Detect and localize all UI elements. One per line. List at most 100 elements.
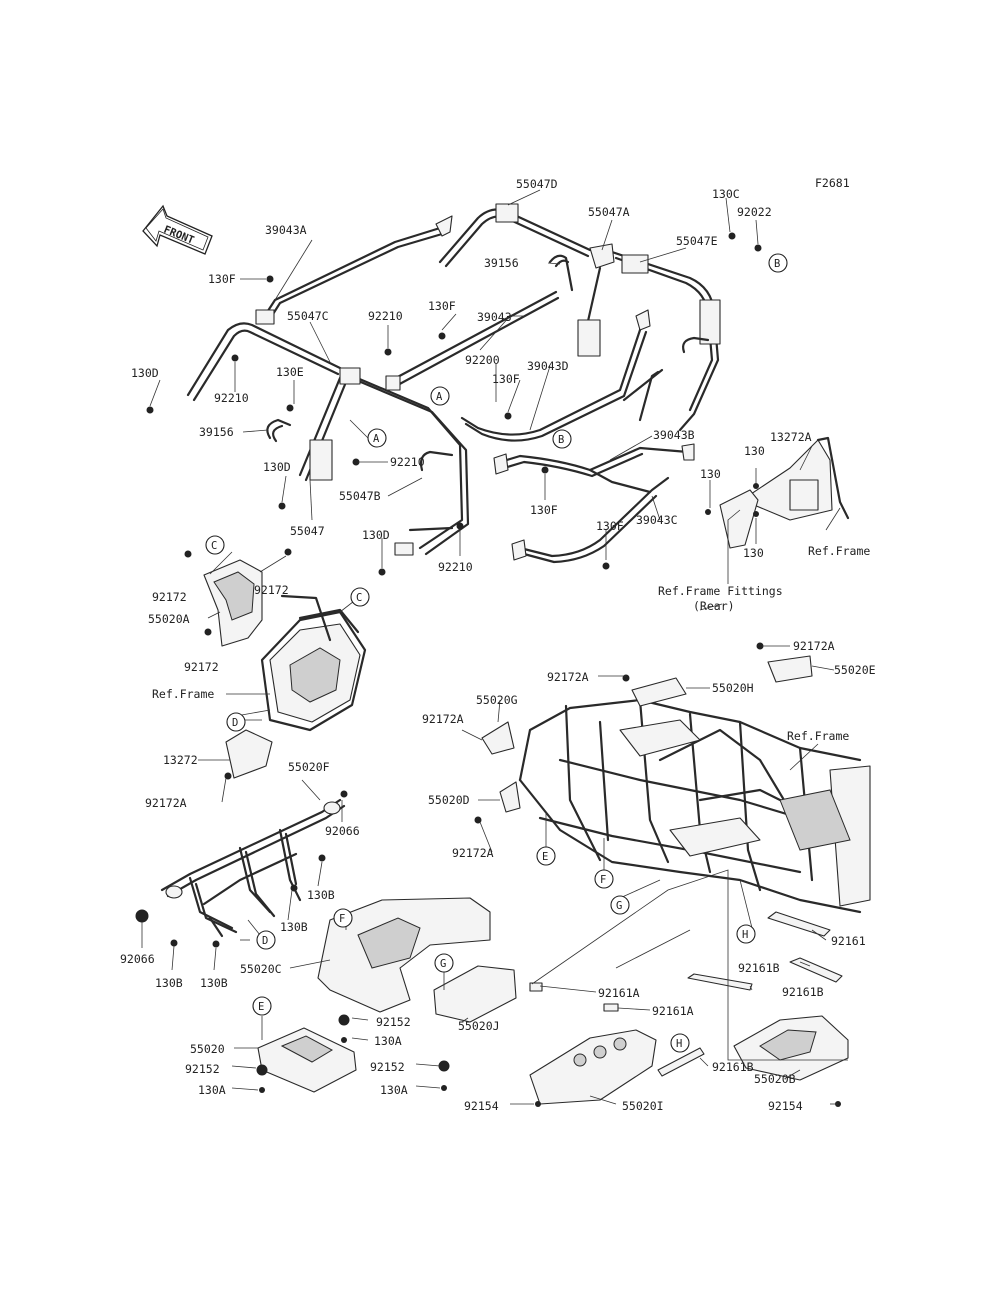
label-92172-2: 92172 [254,583,289,597]
label-55020d: 55020D [428,793,470,807]
label-55020c: 55020C [240,962,282,976]
callout-h-2: H [676,1038,682,1050]
front-direction-arrow: FRONT [142,204,213,255]
label-ref-frame-fittings: Ref.Frame Fittings [658,584,783,598]
label-92152-3: 92152 [185,1062,220,1076]
label-92172a-3: 92172A [452,846,494,860]
label-39043: 39043 [477,310,512,324]
callout-b-1: B [774,258,780,270]
callout-d-2: D [262,935,268,947]
label-55020: 55020 [190,1042,225,1056]
label-92210-2: 92210 [214,391,249,405]
label-92066-1: 92066 [325,824,360,838]
callout-b-2: B [558,434,564,446]
label-ref-frame-fittings-rear: (Rear) [693,599,735,613]
label-55020j: 55020J [458,1019,500,1033]
label-92152-2: 92152 [370,1060,405,1074]
label-ref-frame-2: Ref.Frame [152,687,214,701]
label-92161a-2: 92161A [652,1004,694,1018]
label-ref-frame-1: Ref.Frame [808,544,870,558]
label-130a-3: 130A [198,1083,226,1097]
label-92210-1: 92210 [368,309,403,323]
label-130-3: 130 [743,546,764,560]
label-92022: 92022 [737,205,772,219]
rear-roll-bar-assembly [385,203,721,564]
label-130e: 130E [276,365,304,379]
callout-g-1: G [616,900,622,912]
label-39156-1: 39156 [199,425,234,439]
label-130-2: 130 [700,467,721,481]
label-92210-4: 92210 [438,560,473,574]
label-92161b-2: 92161B [782,985,824,999]
label-55047b: 55047B [339,489,381,503]
rear-frame-fittings [719,436,850,549]
callout-c-1: C [211,540,217,552]
label-130a-1: 130A [374,1034,402,1048]
label-55020e: 55020E [834,663,876,677]
label-92154-1: 92154 [464,1099,499,1113]
skid-plates [257,897,849,1105]
label-92161a-1: 92161A [598,986,640,1000]
label-92172-3: 92172 [184,660,219,674]
label-130b-3: 130B [155,976,183,990]
part-labels: 39043A 130F 55047C 92210 130F 130D 130E … [120,177,876,1113]
front-roll-bar-assembly [186,215,470,556]
callout-h-1: H [742,929,748,941]
label-55047e: 55047E [676,234,718,248]
label-92154-2: 92154 [768,1099,803,1113]
label-92161b-1: 92161B [712,1060,754,1074]
label-92200: 92200 [465,353,500,367]
label-130b-1: 130B [307,888,335,902]
label-130a-2: 130A [380,1083,408,1097]
callout-f-2: F [339,913,345,925]
label-130d-1: 130D [131,366,159,380]
label-55020a: 55020A [148,612,190,626]
label-55020g: 55020G [476,693,518,707]
label-55047c: 55047C [287,309,329,323]
label-92172a-1: 92172A [145,796,187,810]
label-13272: 13272 [163,753,198,767]
figure-code: F2681 [815,176,850,190]
label-130b-2: 130B [280,920,308,934]
callout-f-1: F [600,874,606,886]
label-39043b: 39043B [653,428,695,442]
label-55047: 55047 [290,524,325,538]
label-13272a: 13272A [770,430,812,444]
label-55020f: 55020F [288,760,330,774]
callout-markers: A A B B C C D D E E F F G G H H [205,253,788,1053]
label-ref-frame-3: Ref.Frame [787,729,849,743]
label-55020b: 55020B [754,1072,796,1086]
label-130d-3: 130D [362,528,390,542]
label-130-1: 130 [744,444,765,458]
label-39156-2: 39156 [484,256,519,270]
label-39043d: 39043D [527,359,569,373]
label-130f-5: 130F [596,519,624,533]
label-92172a-2: 92172A [422,712,464,726]
main-frame [481,655,871,914]
label-55047a: 55047A [588,205,630,219]
label-92161b-3: 92161B [738,961,780,975]
callout-e-2: E [258,1001,264,1013]
callout-a-1: A [373,433,380,445]
callout-g-2: G [440,958,446,970]
label-130d-2: 130D [263,460,291,474]
label-55020i: 55020I [622,1099,664,1113]
label-92172-1: 92172 [152,590,187,604]
label-130f-1: 130F [208,272,236,286]
label-92210-3: 92210 [390,455,425,469]
label-39043a: 39043A [265,223,307,237]
label-130f-4: 130F [530,503,558,517]
front-frame-section [203,559,367,779]
callout-a-2: A [436,391,443,403]
label-130f-3: 130F [492,372,520,386]
label-92152-1: 92152 [376,1015,411,1029]
label-55020h: 55020H [712,681,754,695]
label-92161: 92161 [831,934,866,948]
label-130b-4: 130B [200,976,228,990]
label-92066-2: 92066 [120,952,155,966]
label-39043c: 39043C [636,513,678,527]
front-bumper [160,798,346,938]
label-130c: 130C [712,187,740,201]
